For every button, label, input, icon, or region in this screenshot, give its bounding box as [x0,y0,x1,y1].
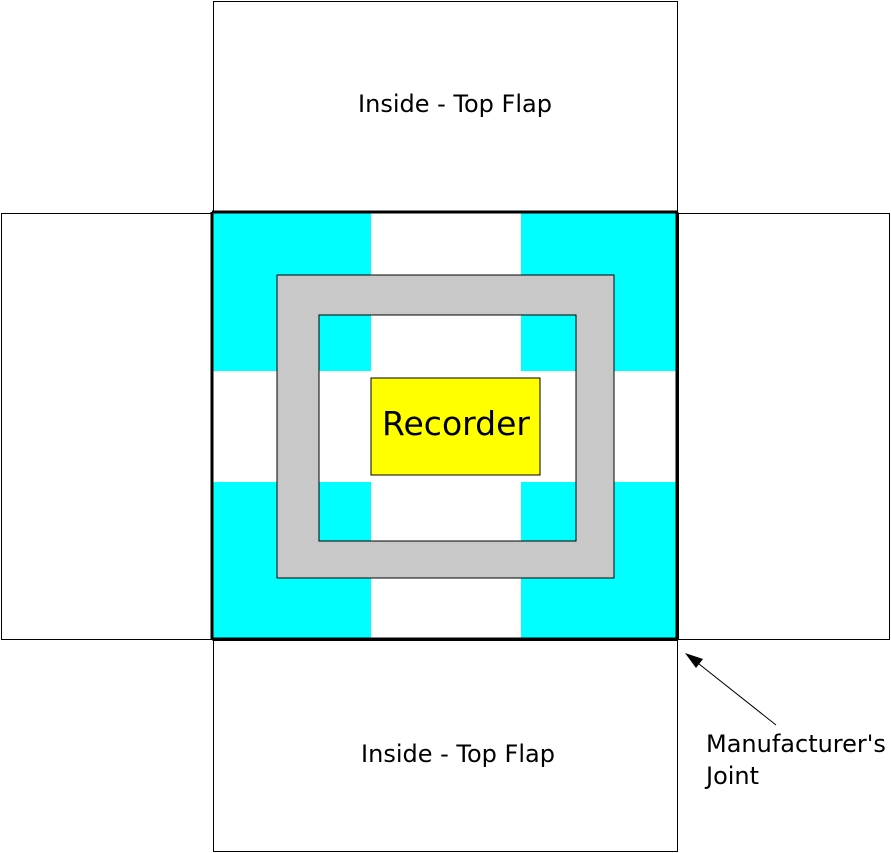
recorder-label: Recorder [382,404,530,443]
joint-arrow-head [685,653,703,668]
joint-label-line2: Joint [704,762,759,790]
bottom-flap-label: Inside - Top Flap [361,740,555,768]
joint-arrow-line [693,659,777,726]
right-flap [678,213,890,640]
top-flap [213,1,678,213]
bottom-flap [213,640,678,852]
recorder-box [370,377,541,476]
insert-frame [276,274,615,579]
left-flap [1,213,213,640]
top-flap-label: Inside - Top Flap [358,90,552,118]
joint-label-line1: Manufacturer's [706,730,886,758]
